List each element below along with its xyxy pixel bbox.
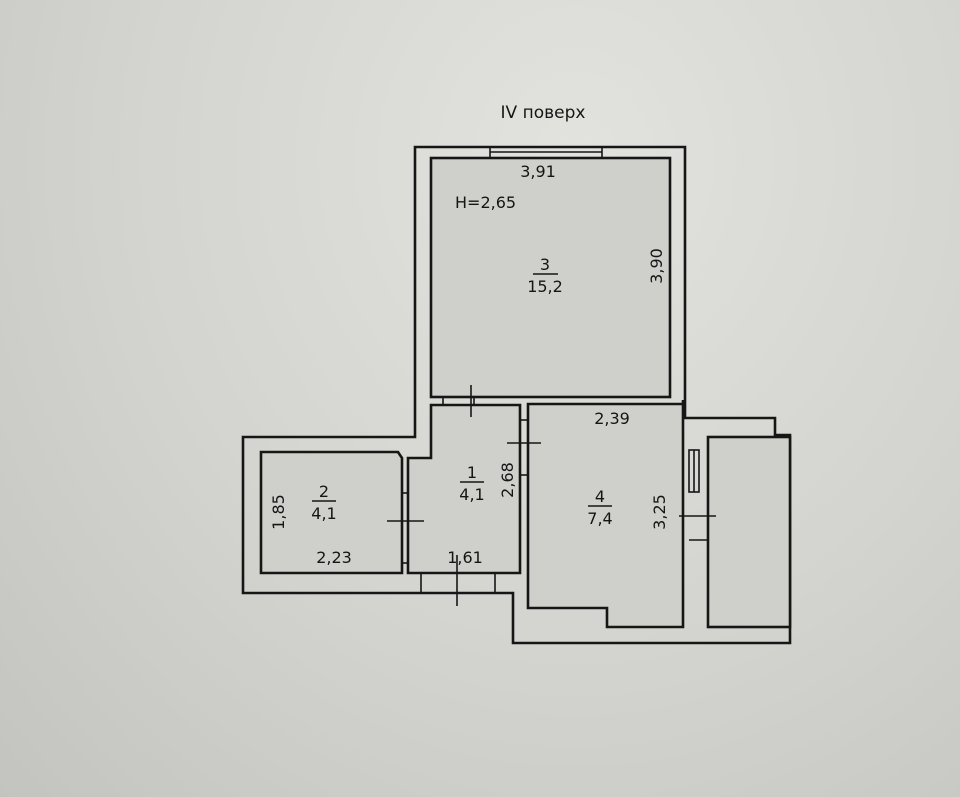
room-4-length: 3,25 [650,494,669,530]
floor-title: IV поверх [501,103,586,123]
room-2-length: 1,85 [269,494,288,530]
room-2-number: 2 [319,482,329,501]
room-1 [406,403,522,575]
room-3-number: 3 [540,255,550,274]
room-1-number: 1 [467,463,477,482]
door-room3-room1 [442,385,475,417]
room-2-width: 2,23 [316,548,352,567]
room-2-area: 4,1 [311,504,336,523]
room-3-length: 3,90 [647,248,666,284]
room-1-area: 4,1 [459,485,484,504]
room-1-width: 1,61 [447,548,483,567]
room-3 [429,156,672,399]
room-4-width: 2,39 [594,409,630,428]
ceiling-height: H=2,65 [455,193,516,212]
window-room-3 [489,146,603,159]
room-1-length: 2,68 [498,462,517,498]
room-3-width: 3,91 [520,162,556,181]
room-3-area: 15,2 [527,277,563,296]
room-4 [526,400,685,629]
door-room4-balcony [679,449,716,541]
room-4-area: 7,4 [587,509,612,528]
room-4-number: 4 [595,487,605,506]
entrance-door [420,555,496,606]
door-room2-room1 [387,492,424,564]
outer-wall [241,145,792,645]
door-room1-room4 [507,419,541,476]
room-2 [259,450,404,575]
balcony [706,435,792,629]
